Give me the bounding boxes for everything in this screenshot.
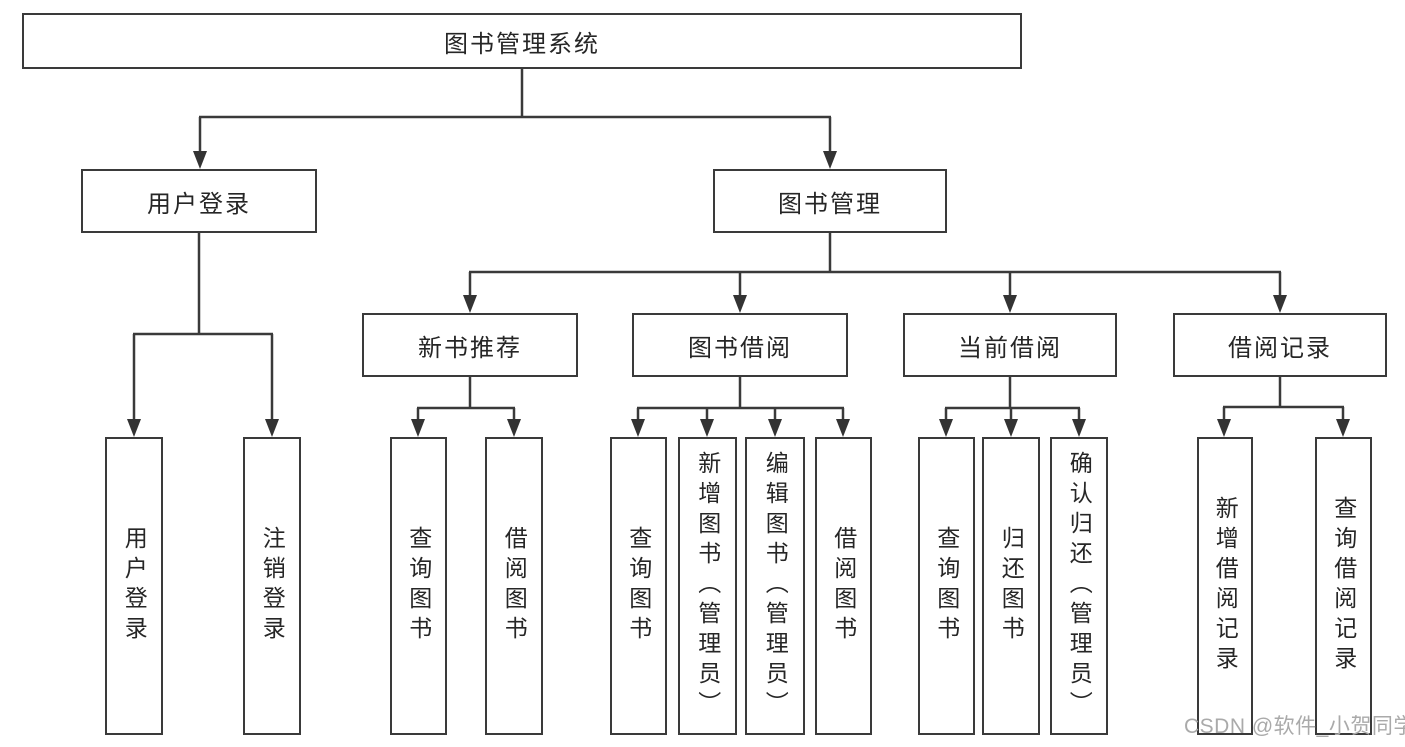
- node-user-login: 用户登录: [81, 169, 317, 233]
- node-label: 图书借阅: [688, 334, 792, 362]
- node-book-borrow: 图书借阅: [632, 313, 848, 377]
- leaf-borrow-query-books: 查询图书: [610, 437, 667, 735]
- connector-borrow-record-split: [1217, 377, 1350, 437]
- node-label: 新增借阅记录: [1212, 496, 1239, 676]
- leaf-add-borrow-record: 新增借阅记录: [1197, 437, 1253, 735]
- node-label: 查询图书: [933, 526, 960, 646]
- node-label: 编辑图书（管理员）: [762, 451, 789, 721]
- csdn-watermark: CSDN @软件_小贺同学: [1184, 715, 1405, 738]
- node-borrow-records: 借阅记录: [1173, 313, 1387, 377]
- node-label: 借阅记录: [1228, 334, 1332, 362]
- leaf-query-borrow-record: 查询借阅记录: [1315, 437, 1372, 735]
- node-label: 当前借阅: [958, 334, 1062, 362]
- leaf-recommend-borrow-books: 借阅图书: [485, 437, 543, 735]
- leaf-recommend-query-books: 查询图书: [390, 437, 447, 735]
- leaf-user-login: 用户登录: [105, 437, 163, 735]
- connector-book-management-split: [463, 233, 1287, 313]
- node-label: 用户登录: [147, 190, 251, 218]
- leaf-edit-books-admin: 编辑图书（管理员）: [745, 437, 805, 735]
- node-label: 新增图书（管理员）: [694, 451, 721, 721]
- node-label: 借阅图书: [830, 526, 857, 646]
- node-current-borrow: 当前借阅: [903, 313, 1117, 377]
- node-label: 图书管理系统: [444, 30, 600, 58]
- leaf-current-query-books: 查询图书: [918, 437, 975, 735]
- connector-current-borrow-split: [939, 377, 1086, 437]
- node-label: 图书管理: [778, 190, 882, 218]
- node-label: 新书推荐: [418, 334, 522, 362]
- node-label: 查询借阅记录: [1330, 496, 1357, 676]
- node-label: 用户登录: [121, 526, 148, 646]
- node-book-management: 图书管理: [713, 169, 947, 233]
- node-label: 归还图书: [998, 526, 1025, 646]
- node-label: 查询图书: [625, 526, 652, 646]
- leaf-borrow-books: 借阅图书: [815, 437, 872, 735]
- leaf-add-books-admin: 新增图书（管理员）: [678, 437, 737, 735]
- connector-book-borrow-split: [631, 377, 850, 437]
- node-label: 借阅图书: [501, 526, 528, 646]
- node-label: 查询图书: [405, 526, 432, 646]
- connector-user-login-split: [127, 233, 279, 437]
- leaf-return-books: 归还图书: [982, 437, 1040, 735]
- node-label: 注销登录: [259, 526, 286, 646]
- node-label: 确认归还（管理员）: [1066, 451, 1093, 721]
- connector-root-split: [193, 68, 837, 169]
- leaf-confirm-return-admin: 确认归还（管理员）: [1050, 437, 1108, 735]
- connector-new-book-split: [411, 377, 521, 437]
- node-system-root: 图书管理系统: [22, 13, 1022, 69]
- leaf-logout: 注销登录: [243, 437, 301, 735]
- node-new-book-recommend: 新书推荐: [362, 313, 578, 377]
